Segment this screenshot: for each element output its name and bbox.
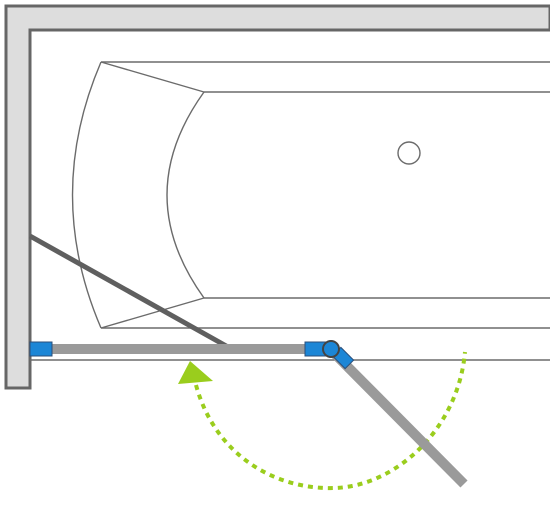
tub-corner-line-bottom: [100, 297, 205, 329]
fixed-panel-diagonal: [28, 233, 230, 350]
swing-arrow-head-icon: [178, 361, 213, 384]
hinge-pivot-icon: [322, 340, 340, 358]
swing-arc: [194, 351, 467, 491]
tub-corner-line-top: [100, 61, 205, 93]
drain-icon: [397, 141, 421, 165]
folding-panel: [326, 345, 468, 488]
tub-inner-curved-end: [166, 91, 205, 299]
wall-profile-fitting: [29, 341, 53, 357]
wall: [4, 4, 550, 390]
bathtub-outline: [30, 61, 550, 361]
tub-outer-curved-end: [71, 61, 102, 329]
